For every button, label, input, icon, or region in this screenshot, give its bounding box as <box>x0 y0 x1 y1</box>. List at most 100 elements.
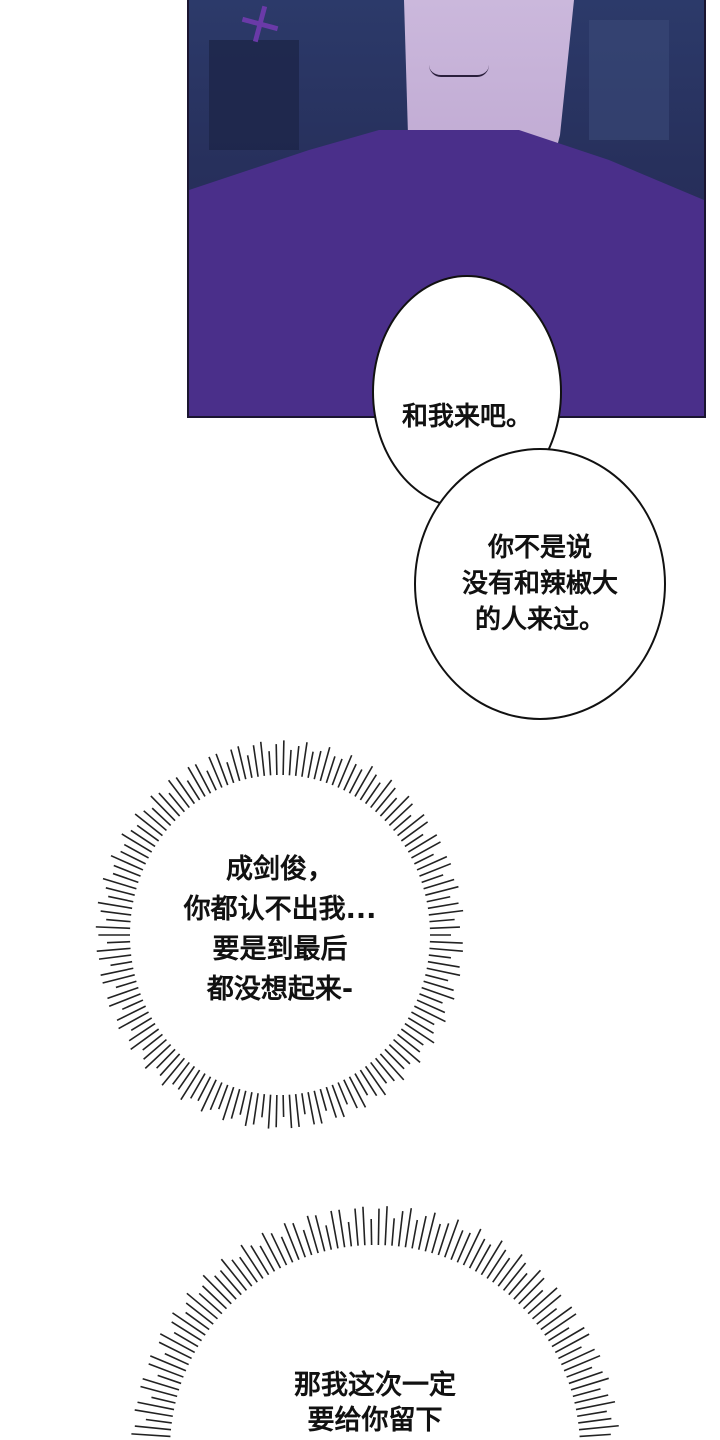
burst-2-line <box>462 1228 482 1266</box>
burst-2-line <box>270 1232 288 1266</box>
burst-1-line <box>144 1043 172 1069</box>
burst-1-line <box>343 763 357 791</box>
burst-1-line <box>343 1079 358 1109</box>
burst-1-line <box>348 769 363 794</box>
burst-1-line <box>136 824 160 842</box>
burst-2-line <box>158 1341 192 1360</box>
burst-1-line <box>416 855 448 871</box>
burst-1-line <box>429 918 455 923</box>
burst-1-line <box>168 792 186 813</box>
burst-2-line <box>148 1363 184 1378</box>
burst-1-line <box>239 1090 247 1115</box>
burst-1-line <box>128 1022 156 1042</box>
burst-2-line <box>185 1302 214 1325</box>
burst-1-line <box>400 821 429 842</box>
burst-1-line <box>121 833 153 853</box>
burst-2-line <box>134 1409 173 1418</box>
burst-1-line <box>397 813 425 837</box>
burst-2-line <box>142 1377 180 1391</box>
burst-1-line <box>106 918 131 923</box>
burst-1-line <box>337 1082 349 1105</box>
burst-2-line <box>437 1223 450 1256</box>
burst-1-line <box>421 986 455 1000</box>
burst-2-line <box>280 1236 294 1263</box>
burst-1-line <box>331 758 343 786</box>
burst-2-line <box>572 1388 601 1398</box>
burst-2-line <box>134 1425 172 1431</box>
burst-1-line <box>393 814 412 832</box>
thought-line: 都没想起来- <box>206 974 354 1005</box>
burst-2-line <box>250 1245 270 1276</box>
burst-1-line <box>325 1086 338 1118</box>
speech-bubble-2: 你不是说 没有和辣椒大 的人来过。 <box>414 448 666 720</box>
burst-1-line <box>130 829 156 848</box>
burst-2-line <box>578 1424 619 1431</box>
burst-1-line <box>429 947 463 952</box>
burst-1-line <box>275 744 278 776</box>
burst-1-line <box>307 1092 316 1125</box>
burst-2-line <box>261 1232 282 1269</box>
burst-1-line <box>429 940 463 944</box>
burst-1-line <box>100 967 134 976</box>
burst-1-line <box>331 1084 345 1118</box>
burst-1-line <box>197 1076 212 1102</box>
burst-2-line <box>574 1394 609 1404</box>
burst-2-line <box>140 1385 178 1398</box>
burst-1-line <box>180 1069 201 1101</box>
burst-1-line <box>107 986 139 1000</box>
burst-1-line <box>189 1073 206 1099</box>
burst-2-line <box>164 1352 189 1366</box>
burst-1-line <box>313 750 322 780</box>
burst-2-line <box>239 1256 258 1283</box>
burst-2-line <box>325 1225 333 1250</box>
burst-1-line <box>393 1038 421 1064</box>
burst-1-line <box>427 960 460 968</box>
burst-1-line <box>354 765 374 797</box>
burst-2-line <box>518 1277 545 1305</box>
burst-1-line <box>388 1043 411 1065</box>
speech-text: 和我来吧。 <box>401 402 532 432</box>
burst-1-line <box>370 1061 388 1084</box>
burst-2-line <box>377 1208 380 1246</box>
burst-1-line <box>404 1022 435 1044</box>
burst-1-line <box>121 999 144 1011</box>
burst-1-line <box>397 1033 421 1053</box>
burst-1-line <box>143 1038 167 1060</box>
burst-1-line <box>379 797 398 817</box>
burst-1-line <box>416 999 446 1014</box>
burst-2-line <box>474 1244 492 1272</box>
thought-line: 那我这次一定 <box>294 1370 456 1401</box>
burst-1-line <box>116 1005 146 1022</box>
burst-2-line <box>171 1321 202 1342</box>
burst-1-line <box>156 1048 176 1069</box>
thought-line: 你都认不出我... <box>183 894 377 925</box>
burst-2-line <box>220 1258 248 1291</box>
burst-1-line <box>95 926 131 930</box>
burst-2-line <box>561 1348 595 1366</box>
burst-1-line <box>294 1094 300 1128</box>
burst-2-line <box>424 1212 436 1252</box>
burst-1-line <box>301 1093 306 1115</box>
burst-1-line <box>419 993 443 1004</box>
burst-2-line <box>354 1208 359 1246</box>
burst-1-line <box>150 795 176 822</box>
burst-2-line <box>492 1257 511 1283</box>
burst-1-line <box>208 756 223 788</box>
burst-1-line <box>177 1065 196 1090</box>
burst-2-line <box>362 1206 366 1246</box>
burst-2-line <box>450 1230 464 1260</box>
burst-1-line <box>259 741 266 776</box>
burst-1-line <box>354 1073 369 1096</box>
speech-line: 的人来过。 <box>474 605 605 635</box>
burst-1-line <box>102 974 135 984</box>
burst-1-line <box>288 1094 293 1129</box>
burst-1-line <box>194 763 212 794</box>
burst-2-line <box>558 1346 582 1360</box>
burst-2-line <box>444 1219 460 1258</box>
burst-2-line <box>513 1269 542 1300</box>
burst-2-line <box>397 1211 404 1247</box>
burst-1-line <box>246 755 253 778</box>
burst-1-line <box>384 1048 405 1070</box>
burst-2-line <box>231 1259 253 1287</box>
